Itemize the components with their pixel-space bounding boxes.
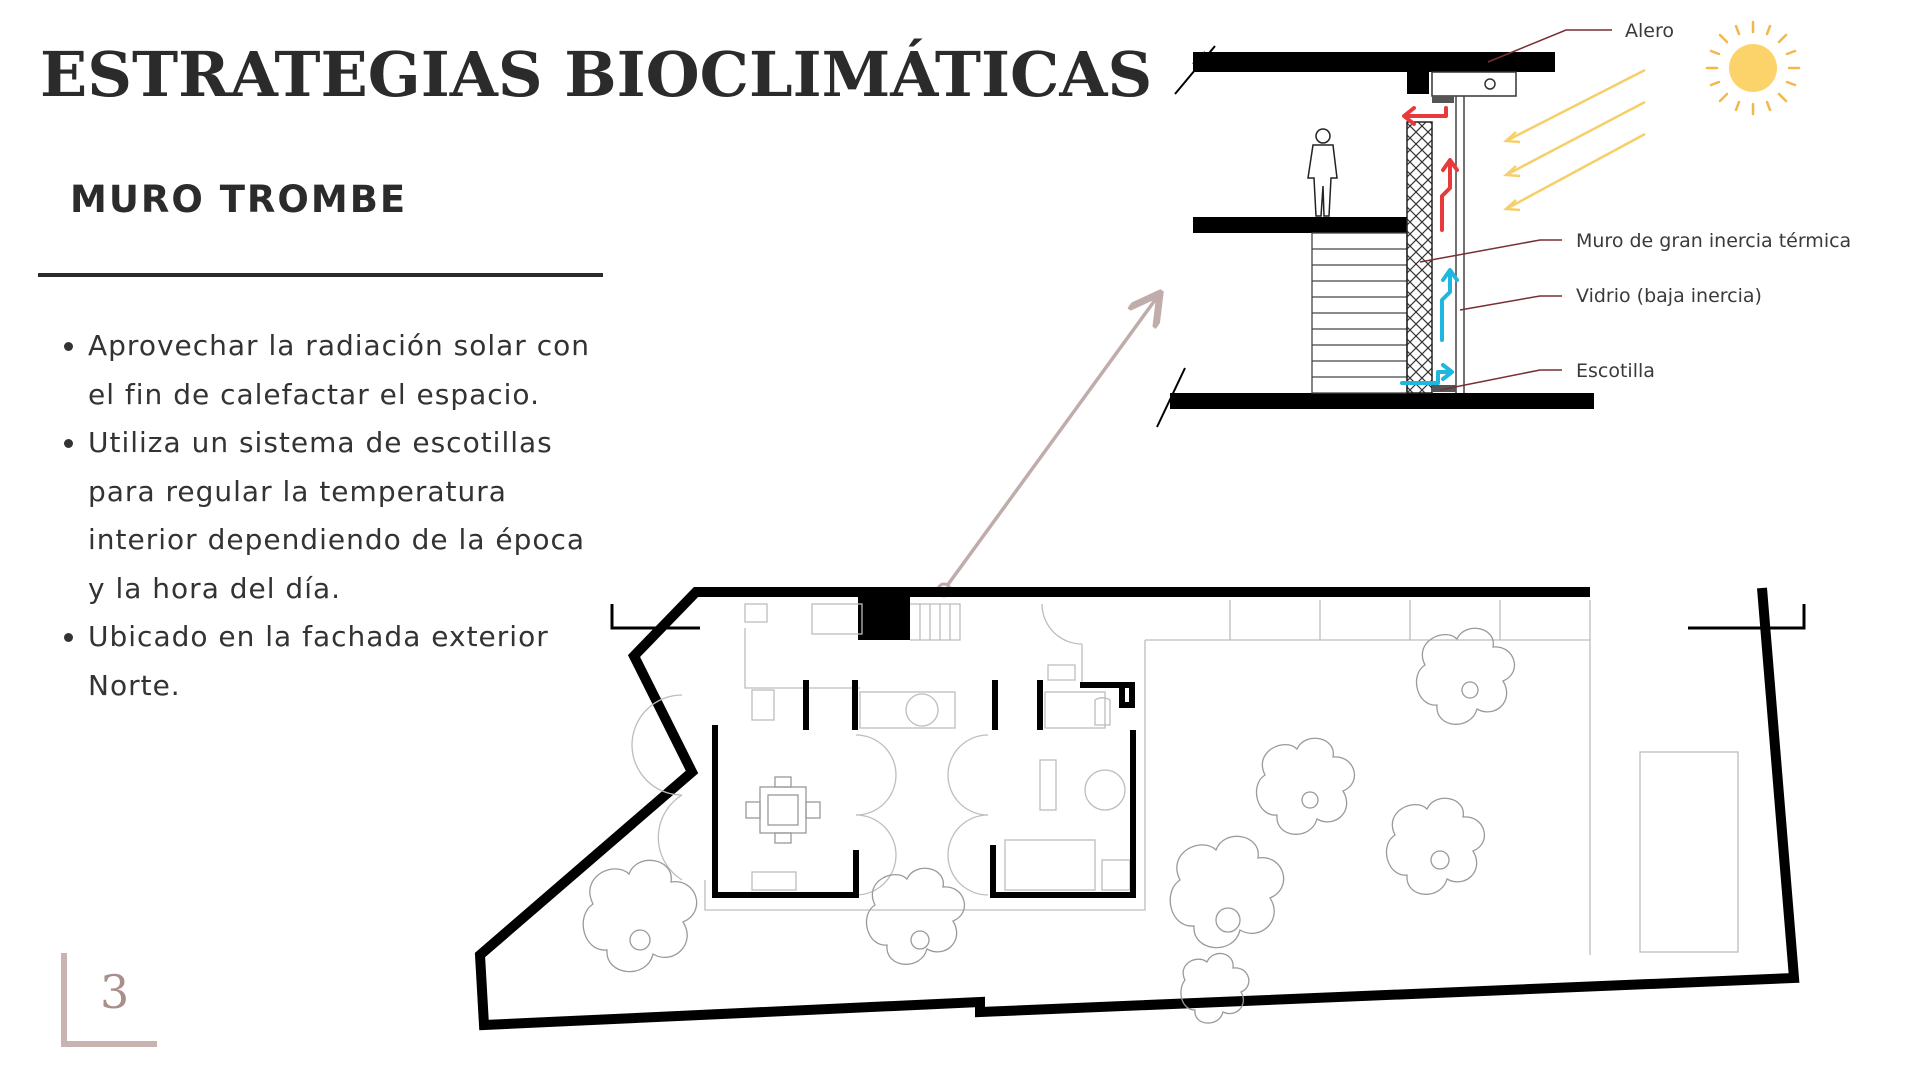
wall-section: Alero Muro de gran inercia térmica Vidri… [1156, 20, 1851, 428]
person-icon [1307, 128, 1338, 217]
page-title: ESTRATEGIAS BIOCLIMÁTICAS [40, 38, 1153, 111]
break-mark [1174, 45, 1216, 95]
stairs [1311, 232, 1408, 394]
solar-rays [1502, 68, 1646, 212]
trombe-wall-plan [858, 596, 910, 640]
airflow-arrows [1400, 106, 1459, 385]
label-alero: Alero [1625, 20, 1674, 42]
roof-slab [1193, 52, 1555, 72]
pointer-arrow [942, 296, 1158, 592]
floor-plan [474, 587, 1806, 1031]
bullet-item: Aprovechar la radiación solar con el fin… [88, 322, 608, 419]
section-subtitle: MURO TROMBE [70, 178, 408, 221]
ground-slab [1170, 393, 1594, 409]
label-muro: Muro de gran inercia térmica [1576, 230, 1851, 252]
bullet-item: Ubicado en la fachada exterior Norte. [88, 613, 608, 710]
title-divider [38, 273, 603, 277]
page-corner-mark [61, 953, 157, 1047]
tree-icon [582, 627, 1515, 1024]
floor-slab [1193, 217, 1407, 233]
leader-lines [1419, 29, 1612, 391]
page-number: 3 [100, 965, 130, 1019]
bullet-list: Aprovechar la radiación solar con el fin… [60, 322, 608, 710]
bullet-item: Utiliza un sistema de escotillas para re… [88, 419, 608, 613]
label-escotilla: Escotilla [1576, 360, 1655, 382]
label-vidrio: Vidrio (baja inercia) [1576, 285, 1762, 307]
thermal-wall [1406, 121, 1433, 394]
sun-icon [1705, 20, 1801, 116]
dining-table [745, 776, 821, 844]
site-boundary [474, 587, 1800, 1031]
interior-walls [712, 680, 1136, 898]
